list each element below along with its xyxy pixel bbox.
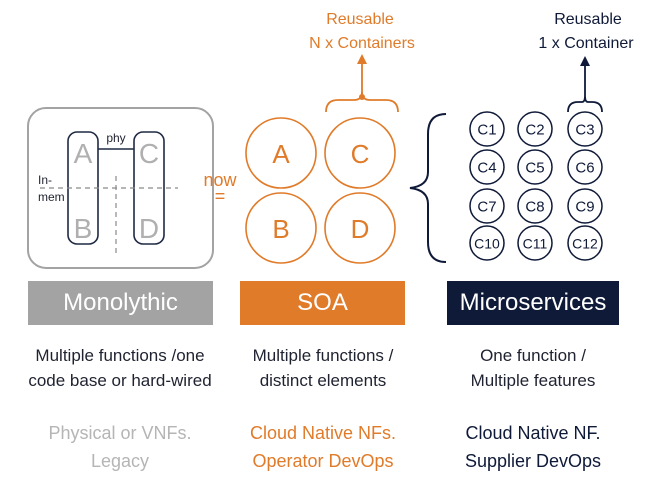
container-label-c6: C6 [575, 160, 594, 177]
soa-circle-d [324, 192, 396, 264]
container-label-c12: C12 [572, 236, 598, 252]
micro-description: One function / Multiple features [440, 343, 626, 393]
container-circle-c4 [469, 149, 505, 185]
inmem-label-2: mem [38, 190, 65, 204]
monolith-footer: Physical or VNFs. Legacy [10, 419, 230, 475]
container-circle-c8 [517, 188, 553, 224]
monolith-foot-line-2: Legacy [90, 451, 150, 471]
container-circle-c2 [517, 111, 553, 147]
container-circle-c12 [567, 225, 603, 261]
monolithic-label: Monolythic [28, 281, 213, 325]
soa-foot-line-2: Operator DevOps [252, 451, 394, 471]
container-label-c1: C1 [477, 122, 496, 139]
container-label-c4: C4 [477, 160, 496, 177]
monolith-description: Multiple functions /one code base or har… [0, 343, 240, 393]
monolith-desc-line-1: Multiple functions /one [35, 346, 205, 365]
container-circle-c9 [567, 188, 603, 224]
curly-brace [409, 113, 447, 263]
monolith-foot-line-1: Physical or VNFs. [48, 423, 192, 443]
soa-letter-d: D [351, 214, 370, 244]
soa-reusable-line-1: Reusable [326, 11, 394, 28]
container-label-c3: C3 [575, 122, 594, 139]
soa-circle-a [245, 117, 317, 189]
monolith-frame [27, 107, 214, 269]
soa-letter-c: C [351, 139, 370, 169]
micro-reusable-line-2: 1 x Container [538, 35, 634, 52]
monolith-block-a: A [74, 138, 93, 169]
container-label-c2: C2 [525, 122, 544, 139]
container-label-c5: C5 [525, 160, 544, 177]
soa-circle-c [324, 117, 396, 189]
container-label-c7: C7 [477, 199, 496, 216]
soa-description: Multiple functions / distinct elements [228, 343, 418, 393]
micro-desc-line-2: Multiple features [470, 371, 596, 390]
monolith-desc-line-2: code base or hard-wired [28, 371, 212, 390]
container-circle-c10 [469, 225, 505, 261]
now-label: now [203, 170, 237, 190]
container-label-c8: C8 [525, 199, 544, 216]
soa-foot-line-1: Cloud Native NFs. [249, 423, 397, 443]
soa-circle-b [245, 192, 317, 264]
container-circle-c7 [469, 188, 505, 224]
soa-reusable-line-2: N x Containers [309, 35, 415, 52]
soa-desc-line-2: distinct elements [259, 371, 387, 390]
container-circle-c1 [469, 111, 505, 147]
micro-foot-line-2: Supplier DevOps [464, 451, 602, 471]
equals-label: = [215, 186, 226, 206]
container-label-c9: C9 [575, 199, 594, 216]
container-circle-c11 [517, 225, 553, 261]
micro-reusable-bracket [567, 95, 603, 113]
micro-footer: Cloud Native NF. Supplier DevOps [440, 419, 626, 475]
soa-letter-b: B [272, 214, 289, 244]
micro-foot-line-1: Cloud Native NF. [465, 423, 601, 443]
micro-arrow-head [580, 56, 590, 66]
container-circle-c5 [517, 149, 553, 185]
soa-desc-line-1: Multiple functions / [252, 346, 394, 365]
container-label-c11: C11 [523, 236, 548, 252]
container-circle-c6 [567, 149, 603, 185]
inmem-label-1: In- [38, 173, 52, 187]
soa-bracket-dot [359, 94, 365, 100]
container-label-c10: C10 [474, 236, 500, 252]
soa-arrow-head [357, 54, 367, 64]
micro-desc-line-1: One function / [480, 346, 586, 365]
phy-label: phy [106, 131, 125, 145]
soa-footer: Cloud Native NFs. Operator DevOps [228, 419, 418, 475]
monolith-block-b: B [74, 213, 93, 244]
monolith-block-c: C [139, 138, 159, 169]
soa-letter-a: A [272, 139, 290, 169]
micro-reusable-line-1: Reusable [554, 11, 622, 28]
soa-label: SOA [240, 281, 405, 325]
microservices-label: Microservices [447, 281, 619, 325]
monolith-block-d: D [139, 213, 159, 244]
container-circle-c3 [567, 111, 603, 147]
